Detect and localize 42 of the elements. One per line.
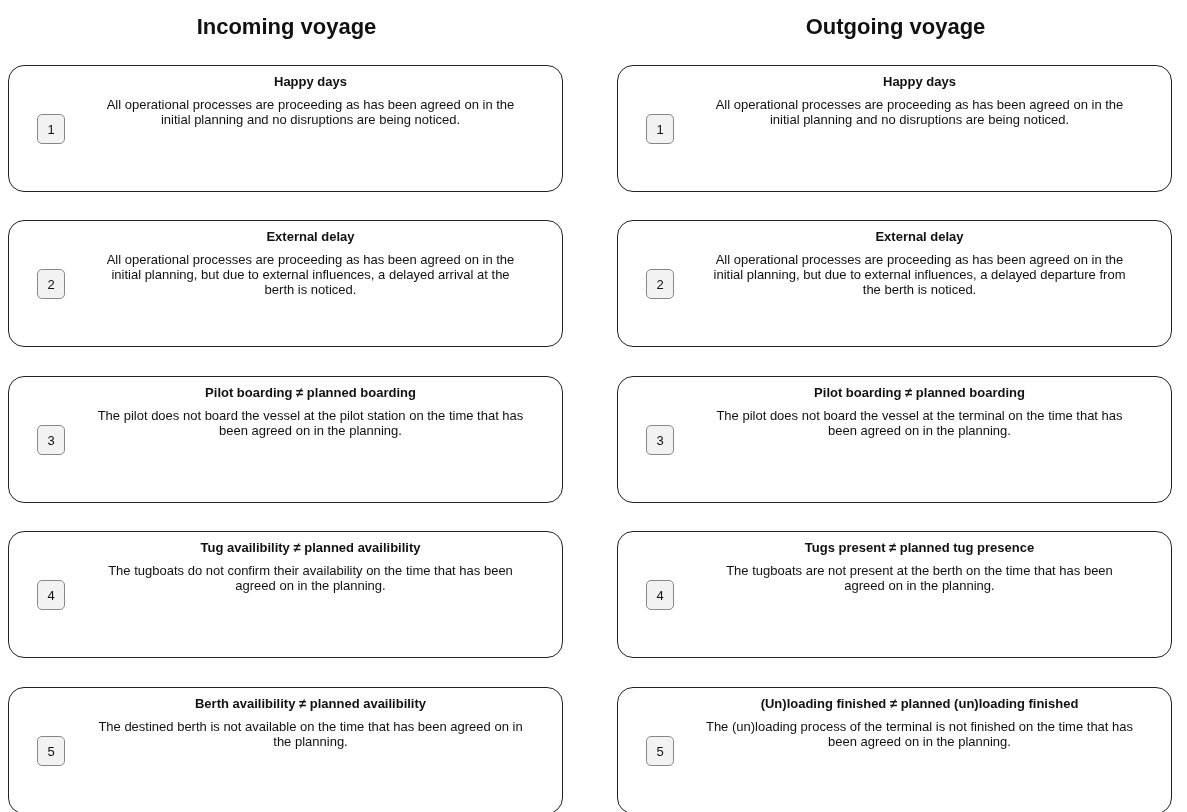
card-heading: External delay [266, 229, 355, 244]
scenario-card [8, 65, 563, 192]
scenario-card [617, 376, 1172, 503]
card-description: The (un)loading process of the terminal is not finished on the time that has been agreed on in the planning. [704, 719, 1135, 749]
scenario-card [8, 687, 563, 812]
scenario-card [617, 220, 1172, 347]
card-description: The pilot does not board the vessel at the pilot station on the time that has been agreed on in the planning. [96, 408, 525, 438]
scenario-card [617, 687, 1172, 812]
card-description: The destined berth is not available on the time that has been agreed on in the planning. [97, 719, 524, 749]
card-description: All operational processes are proceeding as has been agreed on in the initial planning and no disruptions are being noticed. [105, 97, 516, 127]
card-heading: Happy days [883, 74, 956, 89]
card-heading: Tug availibility ≠ planned availibility [200, 540, 421, 555]
scenario-card [8, 376, 563, 503]
column-heading: Incoming voyage [195, 14, 378, 40]
card-description: All operational processes are proceeding as has been agreed on in the initial planning, but due to external influences, a delayed arrival at the berth is noticed. [105, 252, 516, 297]
step-number: 3 [37, 425, 65, 455]
step-number: 1 [37, 114, 65, 144]
card-heading: Tugs present ≠ planned tug presence [804, 540, 1035, 555]
step-number: 4 [646, 580, 674, 610]
card-heading: Pilot boarding ≠ planned boarding [205, 385, 416, 400]
scenario-card [8, 220, 563, 347]
card-description: The tugboats are not present at the berth on the time that has been agreed on in the planning. [725, 563, 1114, 593]
card-heading: (Un)loading finished ≠ planned (un)loading finished [760, 696, 1079, 711]
card-description: All operational processes are proceeding as has been agreed on in the initial planning and no disruptions are being noticed. [714, 97, 1125, 127]
step-number: 3 [646, 425, 674, 455]
step-number: 1 [646, 114, 674, 144]
card-description: The pilot does not board the vessel at the terminal on the time that has been agreed on in the planning. [715, 408, 1124, 438]
card-description: The tugboats do not confirm their availability on the time that has been agreed on in the planning. [107, 563, 514, 593]
card-heading: External delay [875, 229, 964, 244]
scenario-card [8, 531, 563, 658]
step-number: 5 [646, 736, 674, 766]
card-heading: Pilot boarding ≠ planned boarding [814, 385, 1025, 400]
step-number: 5 [37, 736, 65, 766]
step-number: 4 [37, 580, 65, 610]
card-description: All operational processes are proceeding as has been agreed on in the initial planning, but due to external influences, a delayed departure from the berth is noticed. [712, 252, 1127, 297]
step-number: 2 [646, 269, 674, 299]
scenario-card [617, 531, 1172, 658]
step-number: 2 [37, 269, 65, 299]
card-heading: Happy days [274, 74, 347, 89]
scenario-card [617, 65, 1172, 192]
card-heading: Berth availibility ≠ planned availibility [194, 696, 427, 711]
column-heading: Outgoing voyage [804, 14, 987, 40]
